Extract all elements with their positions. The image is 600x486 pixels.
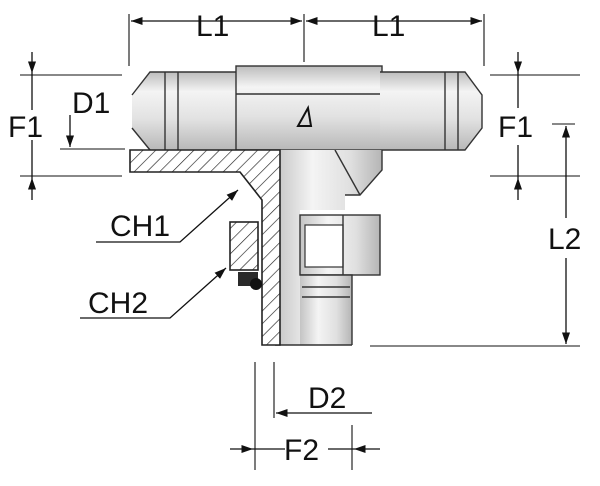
label-l1-left: L1 xyxy=(196,10,229,43)
left-flare-end xyxy=(132,72,238,150)
label-d1: D1 xyxy=(72,87,110,120)
label-f1-left: F1 xyxy=(8,111,43,144)
label-d2: D2 xyxy=(308,382,346,415)
extension-lines xyxy=(20,14,580,470)
vertical-branch xyxy=(275,150,382,345)
section-hatch xyxy=(129,149,281,346)
label-l2: L2 xyxy=(548,223,581,256)
label-ch1: CH1 xyxy=(110,210,170,243)
lower-stud xyxy=(300,275,352,345)
o-ring-icon xyxy=(250,278,262,290)
brand-mark-icon xyxy=(296,105,313,127)
label-f2: F2 xyxy=(284,434,319,467)
right-flare-end xyxy=(380,72,482,150)
label-l1-right: L1 xyxy=(372,10,405,43)
dimension-lines xyxy=(27,16,571,454)
label-f1-right: F1 xyxy=(498,111,533,144)
label-ch2: CH2 xyxy=(88,287,148,320)
seal-ring xyxy=(229,221,259,271)
tee-fitting-body xyxy=(129,65,483,346)
dimension-labels: L1 L1 D1 F1 F1 CH1 CH2 L2 D2 F2 xyxy=(8,10,581,467)
